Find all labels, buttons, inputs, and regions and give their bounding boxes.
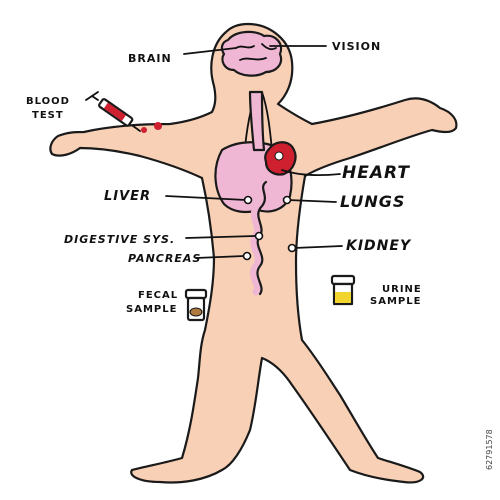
kidney-dot xyxy=(287,243,297,253)
label-lungs: LUNGS xyxy=(340,192,405,211)
brain-fold-3 xyxy=(261,43,277,51)
label-urine-line2: SAMPLE xyxy=(370,296,421,307)
label-heart: HEART xyxy=(342,163,410,183)
label-blood-test-line2: TEST xyxy=(32,110,64,121)
fecal-sample-jar-icon xyxy=(184,288,208,322)
brain xyxy=(220,30,283,77)
syringe-icon xyxy=(85,91,141,132)
urine-sample-jar-icon xyxy=(330,274,356,306)
liver-leader xyxy=(165,195,247,201)
heart-highlight xyxy=(274,151,284,161)
digestive-dot xyxy=(254,231,264,241)
digestive-leader xyxy=(185,235,257,239)
brain-fold-2 xyxy=(239,57,267,61)
label-fecal-line2: SAMPLE xyxy=(126,304,177,315)
label-blood-test-line1: BLOOD xyxy=(26,96,70,107)
kidney-leader xyxy=(293,245,343,249)
label-brain: BRAIN xyxy=(128,52,172,65)
label-liver: LIVER xyxy=(104,189,151,204)
label-pancreas: PANCREAS xyxy=(128,252,201,265)
liver-dot xyxy=(243,195,253,205)
pancreas-leader xyxy=(195,255,245,259)
label-kidney: KIDNEY xyxy=(346,238,412,254)
brain-fold-1 xyxy=(235,45,255,49)
label-fecal-line1: FECAL xyxy=(138,290,178,301)
esophagus xyxy=(248,90,266,152)
heart-leader xyxy=(281,169,341,177)
blood-drop-1 xyxy=(141,127,147,133)
lungs-leader xyxy=(287,199,337,203)
brain-leader xyxy=(183,47,237,55)
blood-drop-2 xyxy=(154,122,162,130)
pancreas-dot xyxy=(242,251,252,261)
label-urine-line1: URINE xyxy=(382,284,422,295)
label-vision: VISION xyxy=(332,40,381,53)
watermark-id: 62791578 xyxy=(485,429,494,470)
lungs-dot xyxy=(282,195,292,205)
label-digestive: DIGESTIVE SYS. xyxy=(64,233,175,246)
